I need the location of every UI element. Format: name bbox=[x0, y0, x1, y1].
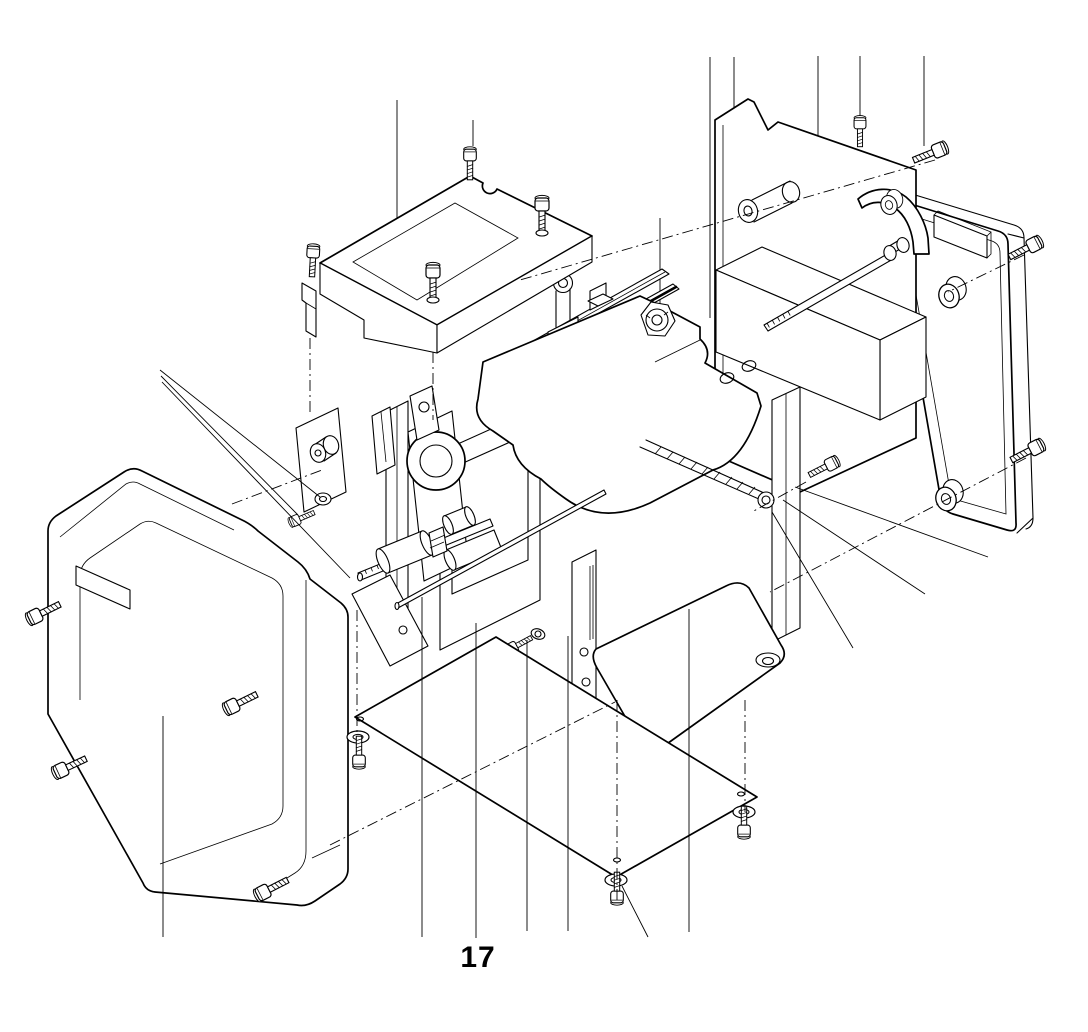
lock-nut bbox=[640, 301, 676, 337]
rack-strip bbox=[639, 439, 775, 509]
figure-number: 17 bbox=[460, 941, 496, 974]
leader-lines-bottom bbox=[159, 369, 989, 938]
standoff-bracket bbox=[286, 407, 347, 529]
rear-bracket-assembly bbox=[714, 98, 930, 493]
cover-label-recess bbox=[75, 565, 131, 610]
carriage-bracket bbox=[475, 295, 762, 514]
chassis-screw bbox=[502, 628, 546, 657]
front-housing-cover bbox=[23, 467, 349, 907]
assembly-centerlines bbox=[231, 159, 1027, 902]
threaded-shaft bbox=[763, 237, 910, 332]
main-chassis bbox=[286, 268, 801, 751]
top-cover-plate bbox=[301, 146, 593, 354]
roller-shaft-assembly bbox=[356, 506, 503, 582]
boss-cylinder bbox=[737, 180, 801, 223]
